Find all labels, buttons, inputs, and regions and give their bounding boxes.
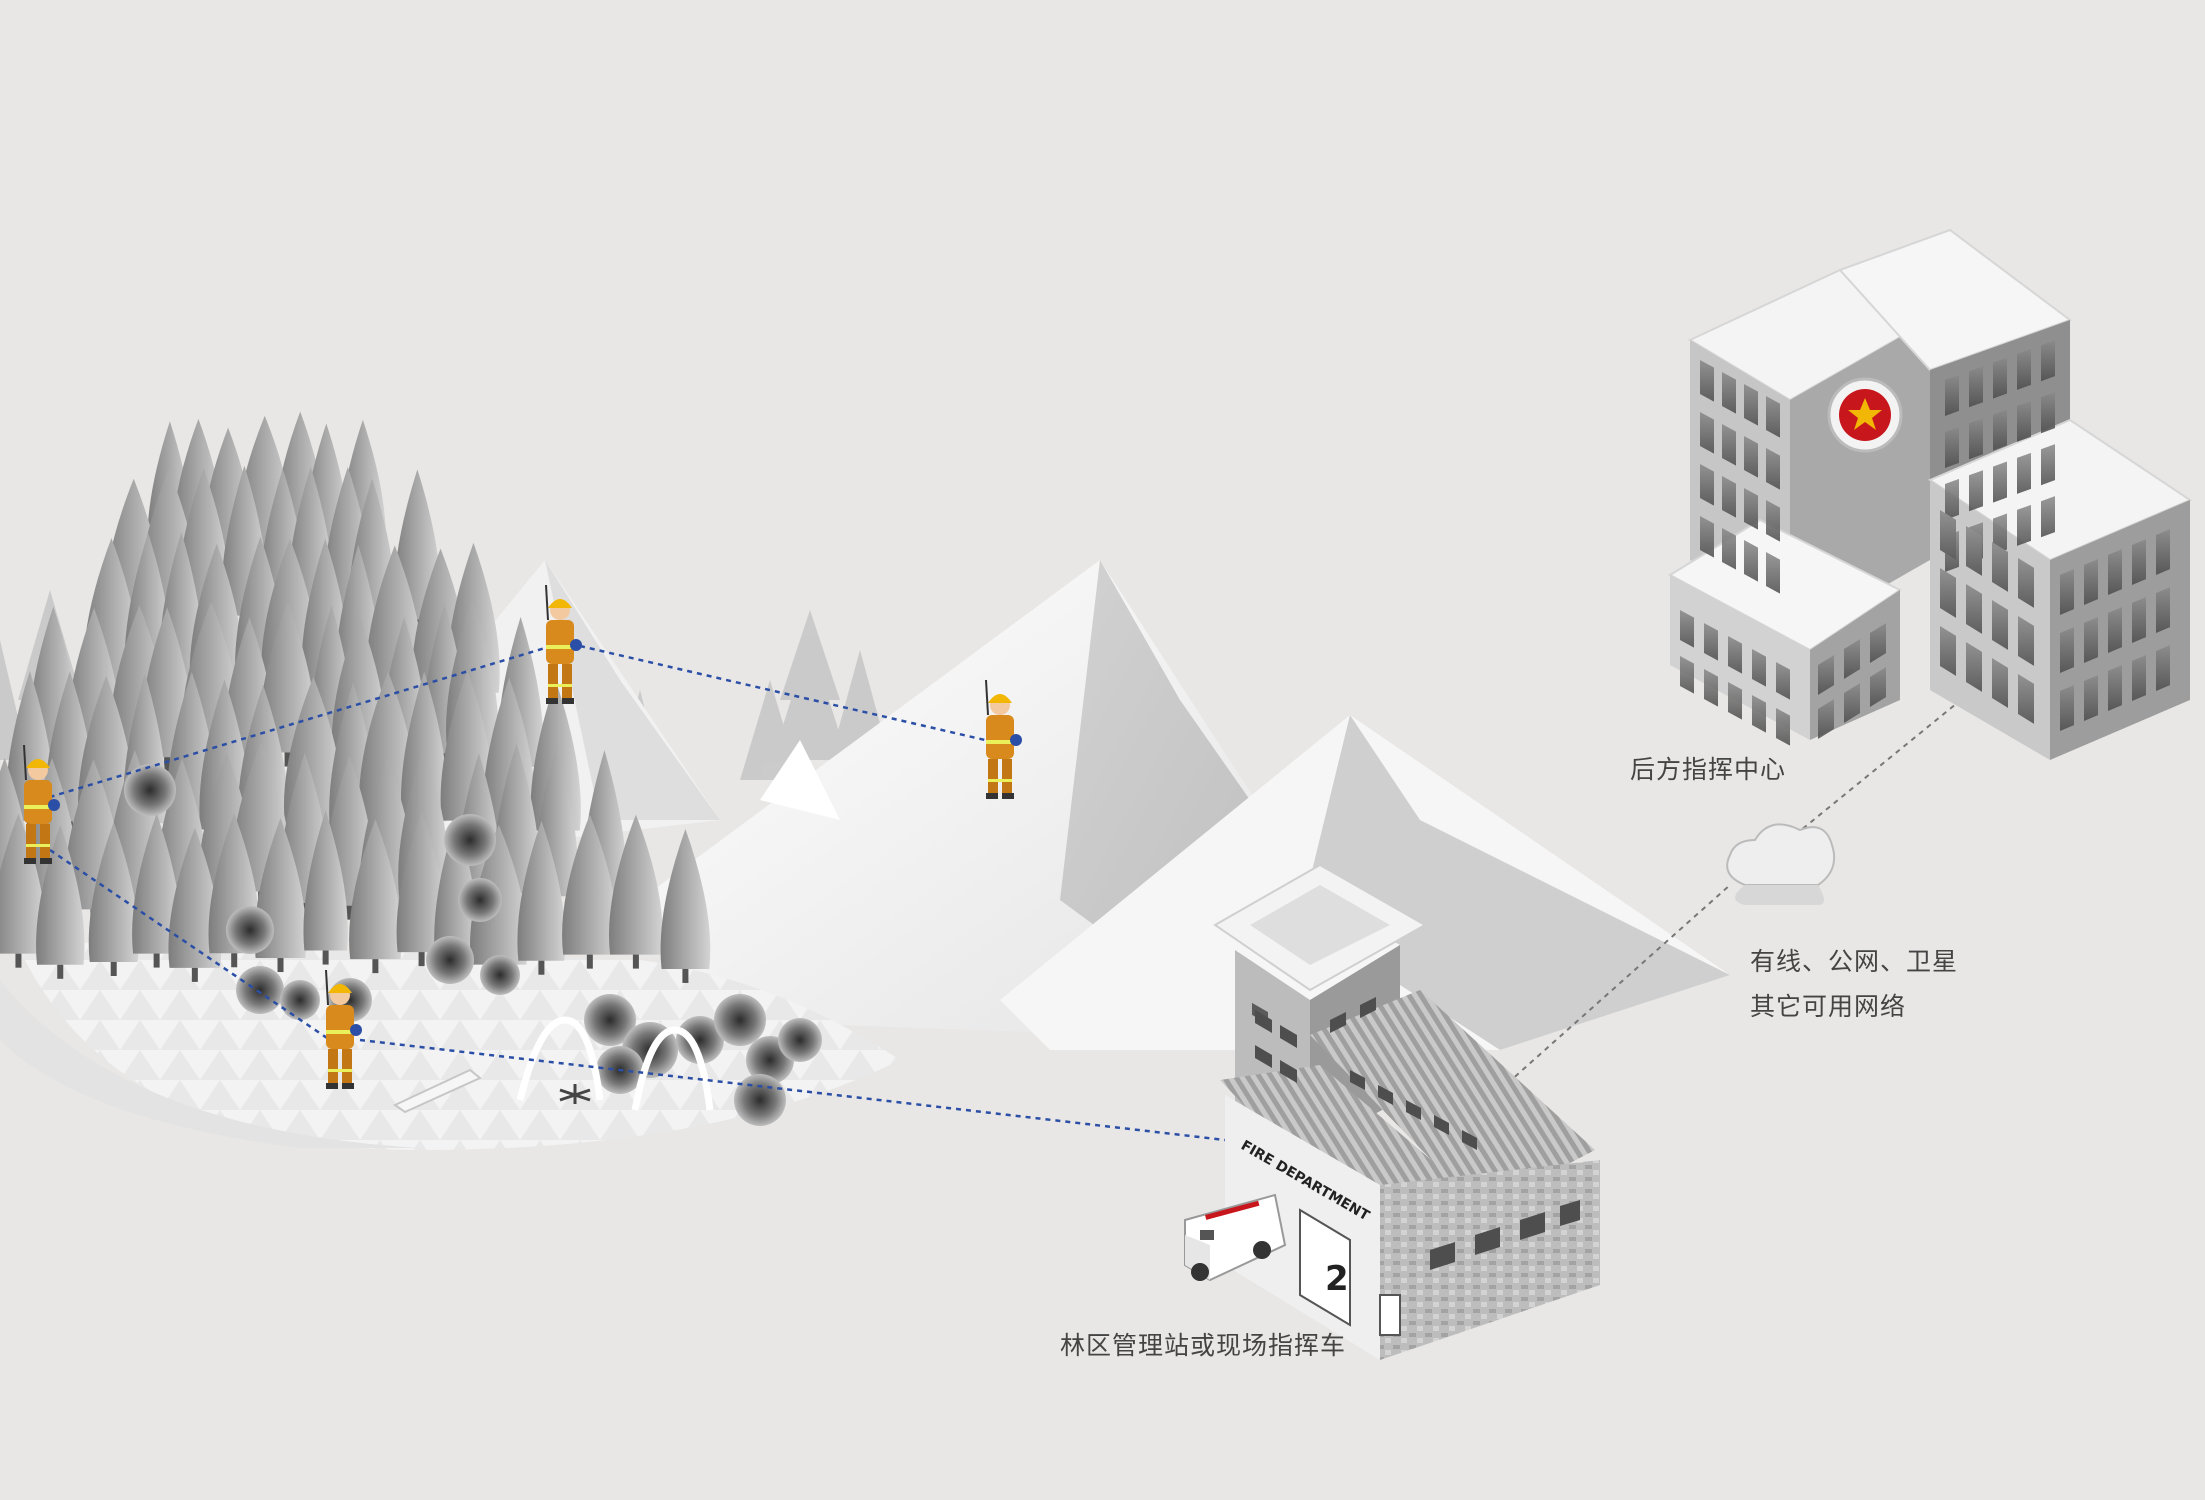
- tree-icon: [0, 813, 46, 968]
- ambulance-icon: [1184, 1193, 1287, 1282]
- command-center-buildings: [1667, 228, 2193, 760]
- tree-icon: [168, 827, 222, 982]
- firefighter-icon: [23, 744, 60, 864]
- tree-icon: [349, 819, 402, 974]
- tree-icon: [36, 824, 85, 979]
- bush-icon: [584, 994, 636, 1046]
- firefighter-icon: [325, 969, 362, 1089]
- firefighter-icon: [545, 584, 582, 704]
- bush-icon: [480, 955, 520, 995]
- tree-icon: [396, 812, 447, 967]
- label-field-station: 林区管理站或现场指挥车: [1060, 1331, 1347, 1360]
- bush-icon: [124, 764, 176, 816]
- firefighters: [23, 584, 1022, 1089]
- bush-icon: [280, 980, 320, 1020]
- mountain-range: [380, 560, 1730, 1050]
- bush-icon: [426, 936, 474, 984]
- firefighter-icon: [985, 679, 1022, 799]
- cloud-icon: [1726, 823, 1836, 905]
- tree-icon: [517, 820, 566, 975]
- bush-icon: [714, 994, 766, 1046]
- national-emblem-icon: [1827, 377, 1903, 453]
- tree-icon: [608, 814, 663, 969]
- tree-icon: [660, 828, 711, 983]
- bush-icon: [236, 966, 284, 1014]
- bush-icon: [676, 1016, 724, 1064]
- fire-station: 2 FIRE DEPARTMENT: [1184, 863, 1600, 1360]
- bush-icon: [734, 1074, 786, 1126]
- tree-icon: [562, 814, 618, 969]
- bush-icon: [458, 878, 502, 922]
- label-network-line1: 有线、公网、卫星: [1750, 947, 1959, 976]
- forest-hill: [0, 900, 900, 1150]
- bush-icon: [444, 814, 496, 866]
- bush-icon: [226, 906, 274, 954]
- radio-links: [39, 643, 1226, 1142]
- garage-number: 2: [1325, 1259, 1349, 1299]
- label-network-line2: 其它可用网络: [1750, 992, 1907, 1021]
- canoe-icon: [393, 1068, 482, 1114]
- tree-icon: [303, 810, 348, 965]
- tree-icon: [88, 821, 139, 976]
- bush-icon: [778, 1018, 822, 1062]
- label-command-center: 后方指挥中心: [1630, 755, 1787, 784]
- station-door: [1379, 1294, 1401, 1336]
- tree-icon: [132, 813, 182, 968]
